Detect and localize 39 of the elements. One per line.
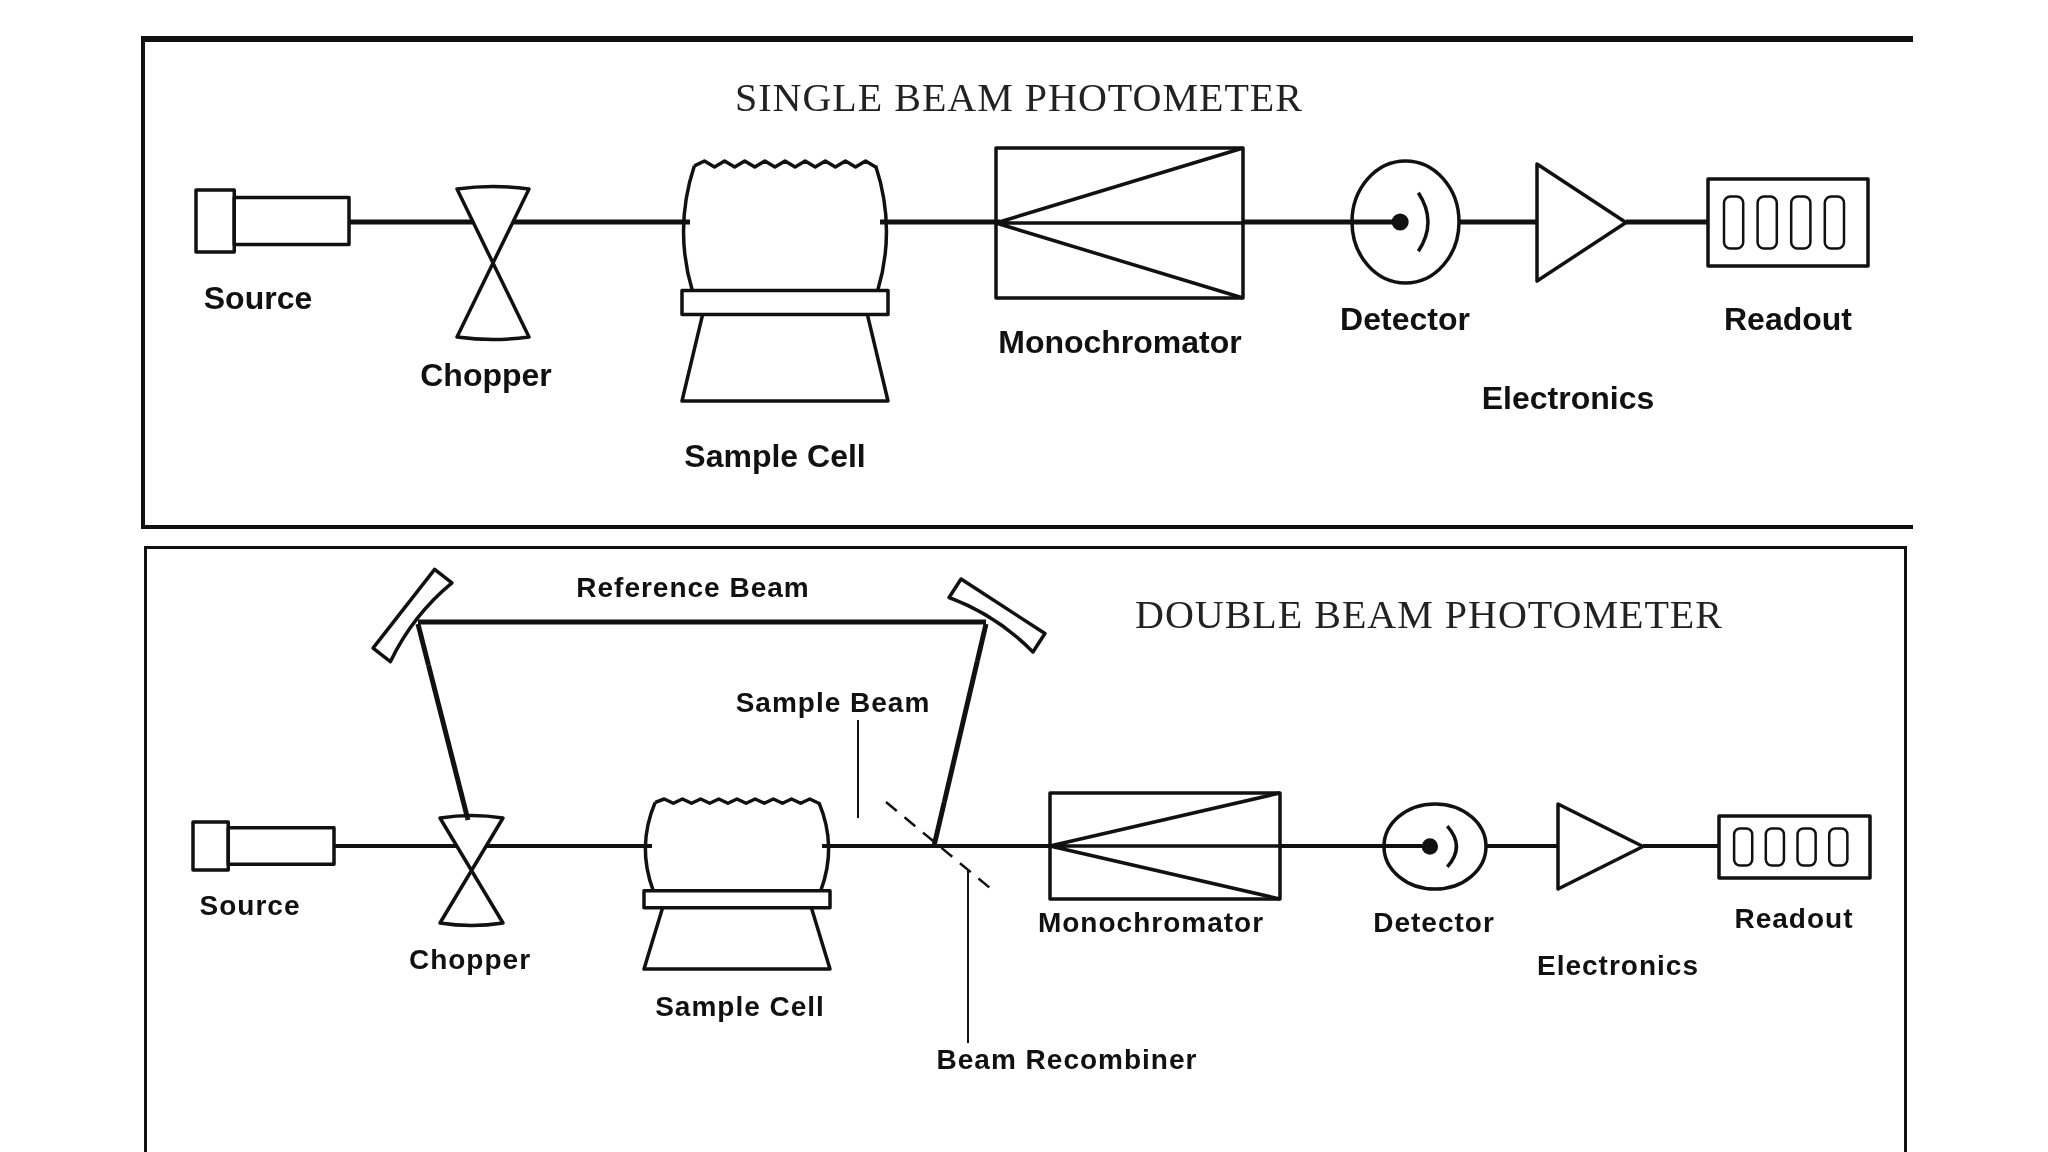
component-label: Readout — [1724, 300, 1852, 338]
leader-line — [967, 887, 969, 1044]
light-beam — [1472, 219, 1478, 225]
callout-label: Sample Beam — [730, 686, 936, 720]
light-beam — [1285, 844, 1365, 848]
component-label: Detector — [1340, 300, 1470, 338]
light-beam — [941, 660, 980, 803]
component-label: Chopper — [408, 943, 532, 977]
light-beam — [888, 219, 990, 225]
component-label: Monochromator — [1037, 906, 1265, 940]
component-label: Detector — [1373, 906, 1495, 940]
light-beam — [426, 664, 470, 819]
panel-frame — [141, 36, 1913, 529]
light-beam — [460, 619, 942, 625]
edge-label: Reference Beam — [576, 571, 810, 605]
component-label: Source — [199, 889, 301, 923]
light-beam — [1660, 219, 1708, 225]
light-beam — [349, 219, 410, 225]
component-label: Electronics — [1537, 949, 1699, 983]
component-label: Electronics — [1481, 379, 1655, 417]
component-label: Monochromator — [998, 323, 1242, 361]
light-beam — [1698, 844, 1719, 848]
panel-title: SINGLE BEAM PHOTOMETER — [735, 75, 1303, 121]
light-beam — [562, 219, 682, 225]
callout-label: Beam Recombiner — [936, 1043, 1198, 1077]
panel-frame — [144, 546, 1907, 1152]
light-beam — [830, 844, 886, 848]
leader-line — [857, 719, 859, 819]
component-label: Chopper — [420, 356, 552, 394]
light-beam — [542, 844, 644, 848]
component-label: Sample Cell — [655, 990, 825, 1024]
component-label: Readout — [1734, 902, 1854, 936]
panel-title: DOUBLE BEAM PHOTOMETER — [1135, 592, 1723, 638]
component-label: Source — [203, 279, 313, 317]
light-beam — [334, 844, 398, 848]
component-label: Sample Cell — [684, 437, 866, 475]
light-beam — [990, 844, 1040, 848]
light-beam — [1250, 219, 1335, 225]
light-beam — [1505, 844, 1538, 848]
